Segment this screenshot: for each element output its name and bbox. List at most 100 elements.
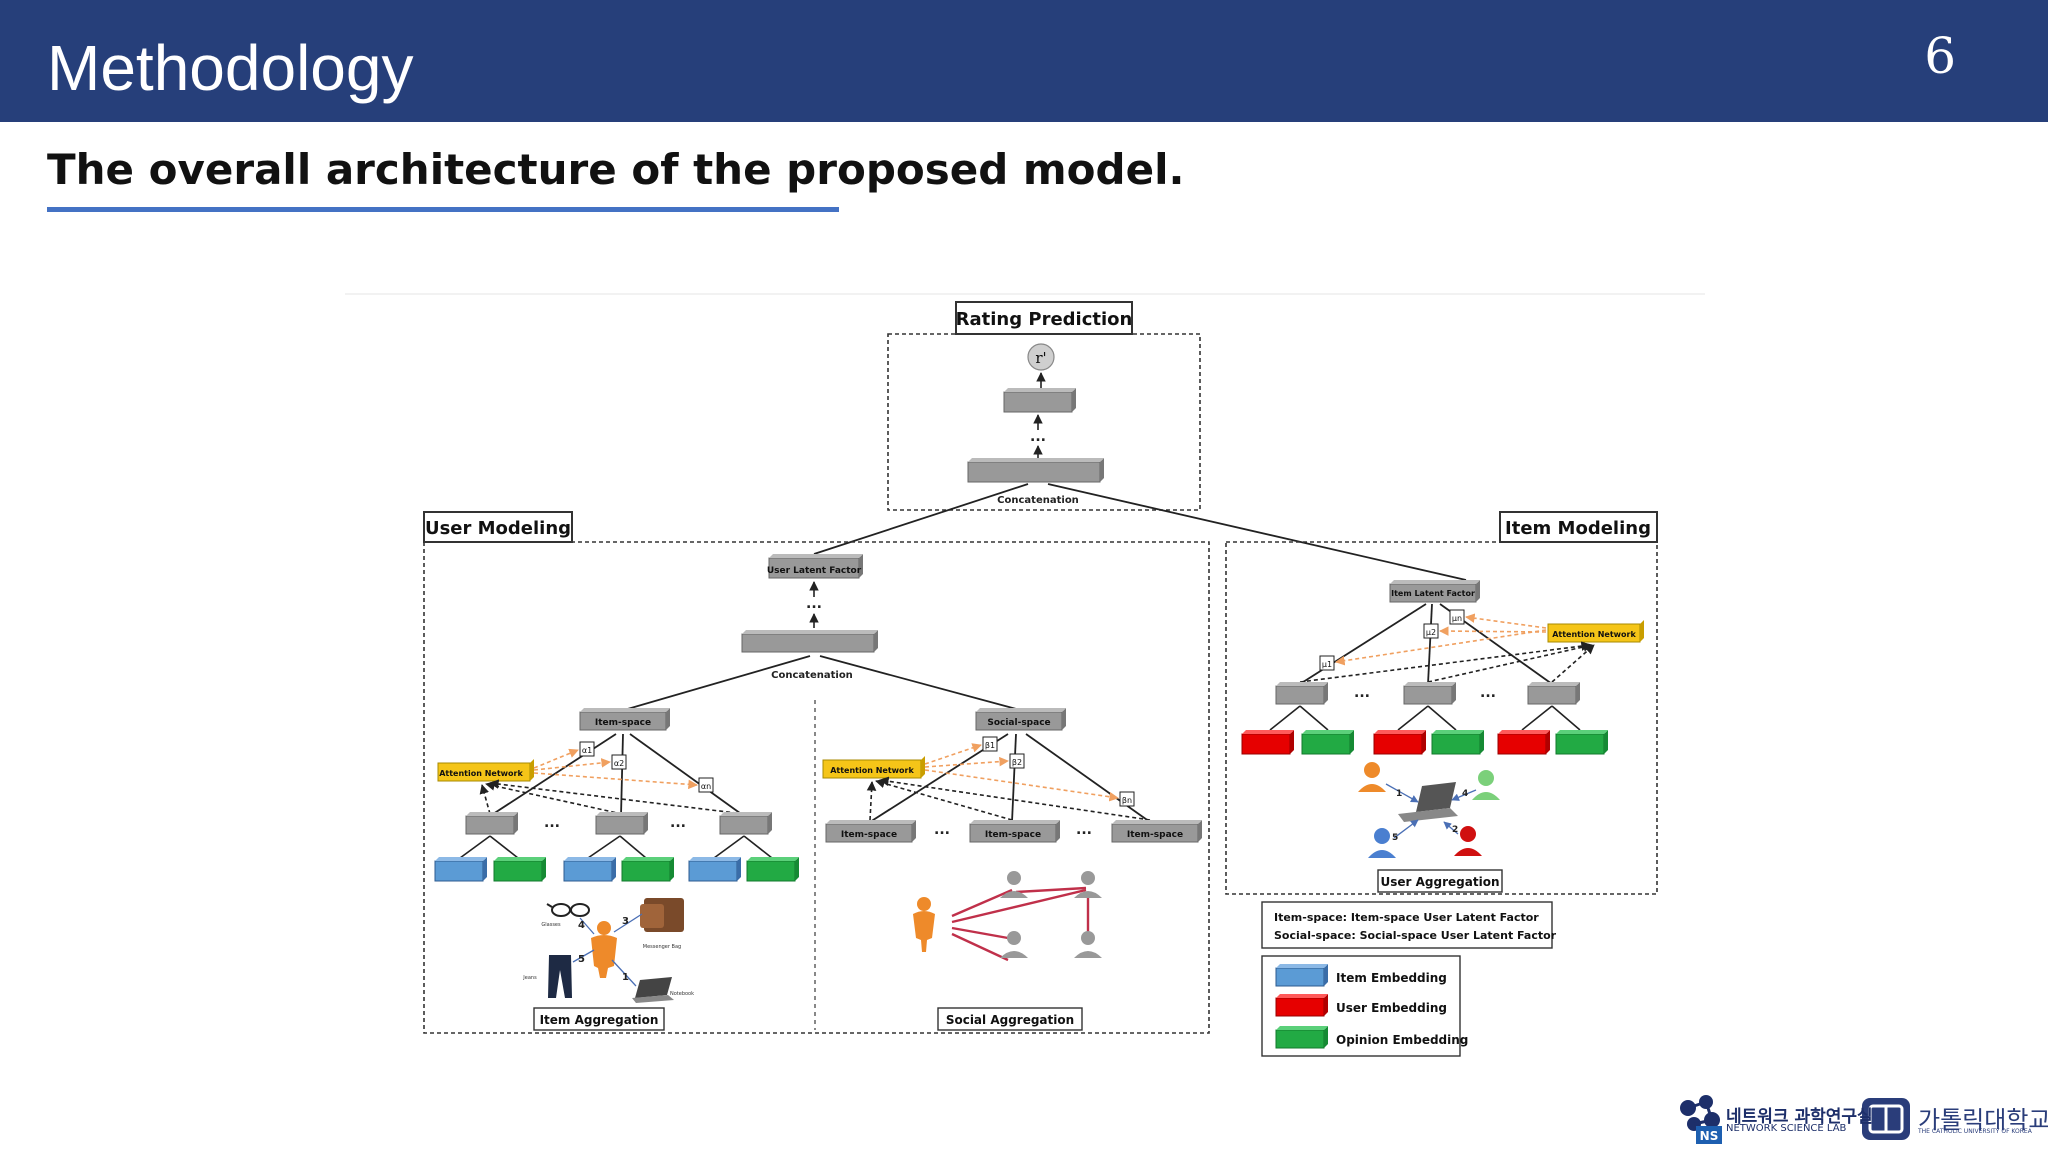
slide-subtitle: The overall architecture of the proposed… (47, 145, 1185, 194)
mu-2-box (1423, 623, 1439, 639)
social-aggregation-illustration (913, 871, 1102, 962)
user-rating-4: 2 (1452, 825, 1458, 835)
item-space-node: Item-space (579, 708, 670, 731)
item-attention-label: Attention Network (1552, 630, 1636, 639)
jeans-icon (548, 955, 572, 998)
green-user-icon (1472, 770, 1500, 800)
mu-1-box (1319, 655, 1335, 671)
friend-avatar-icon (1074, 931, 1102, 958)
user-person-icon (591, 921, 617, 978)
legend-opinion-embedding: Opinion Embedding (1275, 1026, 1468, 1049)
attention-arrow-alpha-2 (533, 758, 611, 771)
item-aggregation-label-box (533, 1007, 665, 1031)
footer-logos: NS 네트워크 과학연구실 NETWORK SCIENCE LAB 가톨릭대학교… (1672, 1092, 2048, 1148)
orange-user-icon (1358, 762, 1386, 792)
svg-text:Social-space: Social-space (987, 718, 1050, 728)
svg-text:Item-space: Item-space (841, 830, 897, 840)
item-aggregation-label: Item Aggregation (540, 1013, 659, 1027)
lab-name-english: NETWORK SCIENCE LAB (1726, 1123, 1847, 1134)
item-attention-input-1 (1299, 641, 1591, 683)
user-aggregation-illustration: 1 4 5 2 (1358, 762, 1500, 858)
beta-1-box (982, 736, 998, 752)
social-item-space-node-1: Item-space (825, 820, 916, 843)
svg-text:α2: α2 (614, 759, 624, 768)
edge-agg-n-to-item-space (629, 733, 745, 817)
attention-arrow-mu-n (1465, 613, 1547, 629)
user-concat-layer (741, 630, 878, 653)
user-modeling-section: User Modeling User Latent Factor ... Con… (423, 511, 1210, 1034)
alpha-1-box (579, 741, 595, 757)
user-rating-1: 1 (1396, 789, 1402, 799)
item-label-messenger-bag: Messenger Bag (643, 944, 681, 950)
red-user-icon (1454, 826, 1482, 856)
user-rating-3: 5 (1392, 833, 1398, 843)
prediction-dots: ... (1030, 429, 1046, 445)
edge-user-latent-to-concat (813, 483, 1029, 555)
beta-n-box (1119, 791, 1135, 807)
definition-item-space: Item-space: Item-space User Latent Facto… (1274, 911, 1539, 924)
lab-name-korean: 네트워크 과학연구실 (1726, 1107, 1873, 1127)
opinion-embedding-block (746, 860, 796, 882)
agg-node-1 (465, 812, 518, 835)
svg-text:User Latent Factor: User Latent Factor (767, 566, 862, 576)
attention-input-1 (479, 784, 491, 815)
subtitle-underline (47, 207, 839, 212)
edge-social-2-to-social-space (1011, 733, 1017, 823)
svg-text:Item-space: Item-space (985, 830, 1041, 840)
opinion-embedding-block (493, 860, 543, 882)
attention-input-social-n (879, 776, 1151, 821)
item-aggregation-illustration: Glasses Messenger Bag Jeans Notebook (522, 898, 694, 1003)
svg-text:βn: βn (1122, 796, 1132, 805)
university-name-english: THE CATHOLIC UNIVERSITY OF KOREA (1918, 1128, 2032, 1135)
social-space-node: Social-space (975, 708, 1066, 731)
embedding-legend: Item Embedding User Embedding Opinion Em… (1261, 955, 1468, 1057)
messenger-bag-icon (640, 898, 684, 932)
edge-item-latent-to-concat (1047, 483, 1467, 581)
svg-text:Item-space: Item-space (1127, 830, 1183, 840)
edge-social-n-to-social-space (1025, 733, 1151, 823)
svg-text:Attention Network: Attention Network (439, 769, 523, 778)
user-modeling-box (423, 541, 1210, 1034)
svg-text:αn: αn (701, 782, 711, 791)
item-modeling-box (1225, 541, 1658, 895)
agg-node-2 (595, 812, 648, 835)
social-aggregation-label: Social Aggregation (946, 1013, 1074, 1027)
attention-arrow-beta-n (924, 769, 1119, 802)
item-modeling-title: Item Modeling (1505, 518, 1651, 539)
svg-text:Opinion Embedding: Opinion Embedding (1336, 1033, 1468, 1047)
item-label-glasses: Glasses (541, 922, 561, 928)
item-modeling-section: Item Modeling Item Latent Factor Attenti… (1225, 511, 1658, 895)
prediction-concat-layer (967, 458, 1104, 483)
embedding-pairs (434, 857, 799, 882)
svg-text:...: ... (1480, 685, 1496, 701)
edge-social-space-to-concat (819, 655, 1021, 711)
rating-output-label: r' (1035, 349, 1046, 367)
item-modeling-title-box (1499, 511, 1658, 543)
edge-agg-2-to-item-space (620, 733, 624, 817)
svg-text:NS: NS (1700, 1129, 1719, 1143)
friend-avatar-icon (1000, 931, 1028, 958)
item-embedding-block (688, 860, 738, 882)
legend-item-embedding: Item Embedding (1275, 964, 1447, 987)
user-aggregation-nodes: ... ... (1241, 682, 1608, 755)
user-rating-2: 4 (1462, 789, 1468, 799)
social-user-icon (913, 897, 935, 952)
rating-jeans: 5 (578, 954, 585, 965)
rating-bag: 3 (622, 916, 629, 927)
laptop-icon (1398, 782, 1458, 822)
svg-text:Attention Network: Attention Network (830, 766, 914, 775)
rating-output-node (1027, 343, 1055, 371)
beta-2-box (1009, 753, 1025, 769)
user-latent-factor-node: User Latent Factor (767, 554, 863, 579)
social-aggregation-nodes: Item-space ... Item-space ... Item-space (825, 820, 1202, 843)
network-science-lab-logo-icon: NS (1680, 1095, 1722, 1144)
item-embedding-block (434, 860, 484, 882)
user-modeling-title-box (423, 511, 573, 543)
svg-text:μ1: μ1 (1322, 660, 1332, 669)
attention-input-social-2 (875, 778, 1013, 821)
definition-social-space: Social-space: Social-space User Latent F… (1274, 929, 1557, 942)
agg-dots-2: ... (670, 815, 686, 831)
attention-input-social-1 (866, 781, 877, 821)
item-label-jeans: Jeans (522, 975, 537, 981)
